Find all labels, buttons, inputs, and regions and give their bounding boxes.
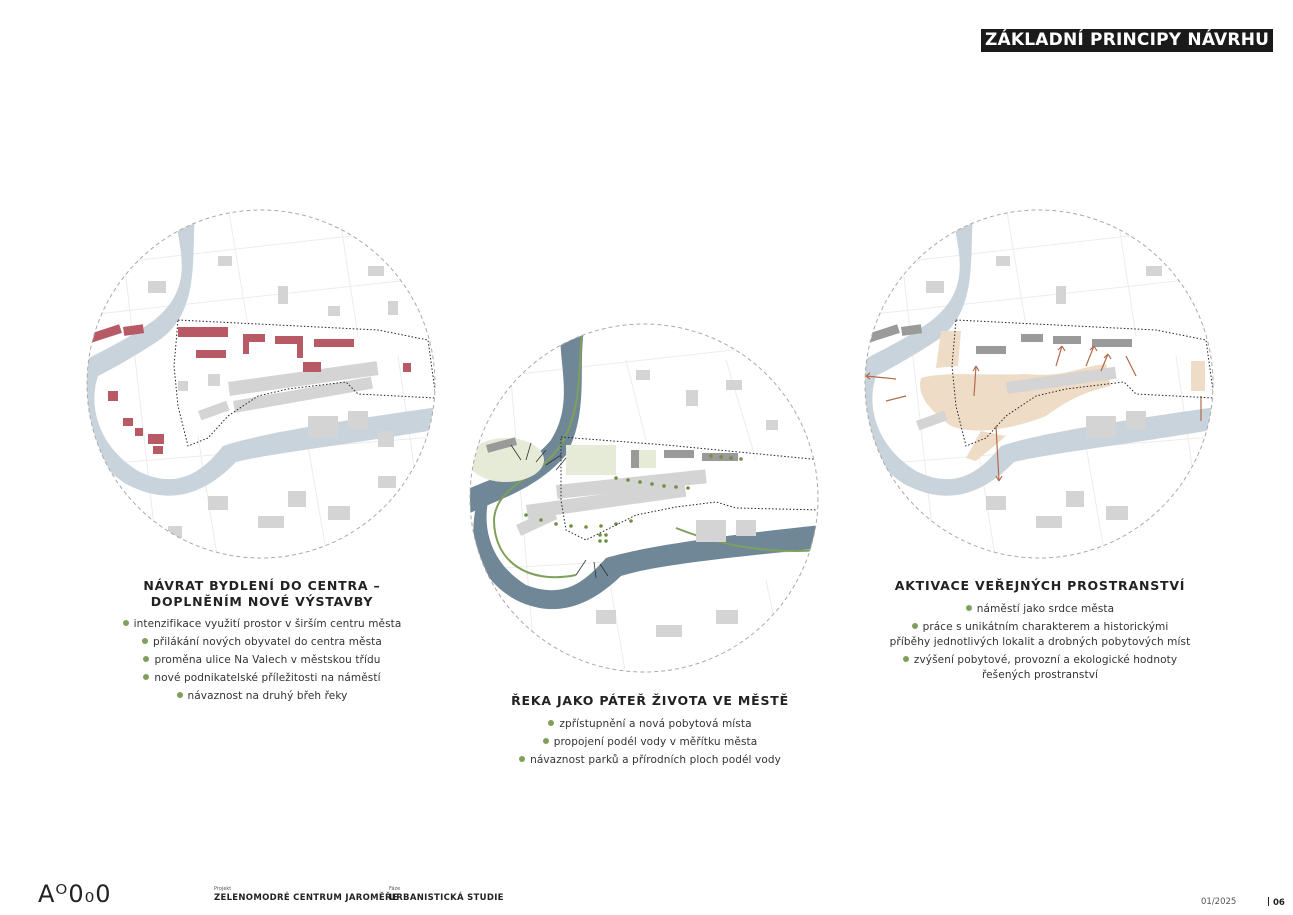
green-bullet-icon	[965, 605, 972, 611]
section-title-public-spaces: AKTIVACE VEŘEJNÝCH PROSTRANSTVÍ	[890, 578, 1190, 594]
section-title-line: NÁVRAT BYDLENÍ DO CENTRA –	[143, 578, 381, 593]
buildings-grey	[516, 370, 778, 637]
bullet-text: návaznost parků a přírodních ploch podél…	[530, 754, 781, 766]
list-item: návaznost na druhý břeh řeky	[96, 687, 428, 705]
green-bullet-icon	[122, 620, 129, 626]
bullet-text: práce s unikátním charakterem a historic…	[922, 621, 1169, 633]
studio-logo: Aᴼ0₀0	[38, 880, 112, 908]
page-number: 06	[1268, 897, 1285, 908]
list-item: proměna ulice Na Valech v městskou třídu	[96, 651, 428, 669]
tree-dot-icon	[524, 454, 743, 543]
bullet-text: zpřístupnění a nová pobytová místa	[559, 718, 752, 730]
map-public-spaces	[856, 206, 1224, 562]
list-item: zpřístupnění a nová pobytová místa	[486, 715, 814, 733]
bullet-list-housing: intenzifikace využití prostor v širším c…	[96, 615, 428, 705]
bullet-text: náměstí jako srdce města	[976, 603, 1115, 615]
list-item: propojení podél vody v měřítku města	[486, 733, 814, 751]
map-housing	[78, 206, 446, 562]
page-number-text: 06	[1273, 898, 1285, 908]
green-areas	[470, 438, 656, 482]
list-item: zvýšení pobytové, provozní a ekologické …	[876, 651, 1204, 669]
section-title-line: AKTIVACE VEŘEJNÝCH PROSTRANSTVÍ	[894, 578, 1186, 593]
phase-meta: Fáze URBANISTICKÁ STUDIE	[389, 886, 504, 904]
bullet-text: propojení podél vody v měřítku města	[553, 736, 758, 748]
project-label: Projekt	[214, 886, 232, 892]
page-divider	[1268, 897, 1269, 906]
green-bullet-icon	[142, 638, 149, 644]
buildings-grey	[915, 256, 1162, 528]
buildings-new-housing	[87, 324, 411, 454]
section-title-housing: NÁVRAT BYDLENÍ DO CENTRA – DOPLNĚNÍM NOV…	[112, 578, 412, 610]
list-item: přilákání nových obyvatel do centra měst…	[96, 633, 428, 651]
access-arrows	[510, 442, 609, 579]
list-item: náměstí jako srdce města	[876, 600, 1204, 618]
green-bullet-icon	[902, 656, 909, 662]
bullet-text: přilákání nových obyvatel do centra měst…	[153, 636, 382, 648]
page-title: ZÁKLADNÍ PRINCIPY NÁVRHU	[981, 29, 1274, 52]
list-item: práce s unikátním charakterem a historic…	[876, 618, 1204, 636]
bullet-text: návaznost na druhý břeh řeky	[187, 690, 348, 702]
map-river	[466, 320, 822, 676]
bullet-text: zvýšení pobytové, provozní a ekologické …	[913, 654, 1178, 666]
list-item: nové podnikatelské příležitosti na náměs…	[96, 669, 428, 687]
project-value: ZELENOMODRÉ CENTRUM JAROMĚŘE	[214, 893, 398, 903]
bullet-list-river: zpřístupnění a nová pobytová místa propo…	[486, 715, 814, 769]
buildings-grey	[148, 256, 398, 538]
green-bullet-icon	[176, 692, 183, 698]
phase-value: URBANISTICKÁ STUDIE	[389, 893, 504, 903]
green-bullet-icon	[143, 674, 150, 680]
green-bullet-icon	[548, 720, 555, 726]
green-bullet-icon	[519, 756, 526, 762]
project-meta: Projekt ZELENOMODRÉ CENTRUM JAROMĚŘE	[214, 886, 398, 904]
green-bullet-icon	[143, 656, 150, 662]
list-item: intenzifikace využití prostor v širším c…	[96, 615, 428, 633]
list-item-continuation: příběhy jednotlivých lokalit a drobných …	[889, 636, 1191, 648]
list-item: návaznost parků a přírodních ploch podél…	[486, 751, 814, 769]
section-title-line: ŘEKA JAKO PÁTEŘ ŽIVOTA VE MĚSTĚ	[511, 693, 789, 708]
river-path-green	[492, 324, 585, 579]
document-date: 01/2025	[1201, 897, 1237, 907]
list-item-continuation: řešených prostranství	[981, 669, 1099, 681]
outward-arrow-icon	[865, 345, 1202, 482]
bullet-text: intenzifikace využití prostor v širším c…	[133, 618, 402, 630]
green-bullet-icon	[542, 738, 549, 744]
bullet-list-public-spaces: náměstí jako srdce města práce s unikátn…	[876, 600, 1204, 682]
bullet-text: nové podnikatelské příležitosti na náměs…	[154, 672, 381, 684]
phase-label: Fáze	[389, 886, 401, 892]
section-title-river: ŘEKA JAKO PÁTEŘ ŽIVOTA VE MĚSTĚ	[500, 693, 800, 709]
green-bullet-icon	[911, 623, 918, 629]
bullet-text: proměna ulice Na Valech v městskou třídu	[154, 654, 381, 666]
section-title-line: DOPLNĚNÍM NOVÉ VÝSTAVBY	[150, 594, 374, 609]
